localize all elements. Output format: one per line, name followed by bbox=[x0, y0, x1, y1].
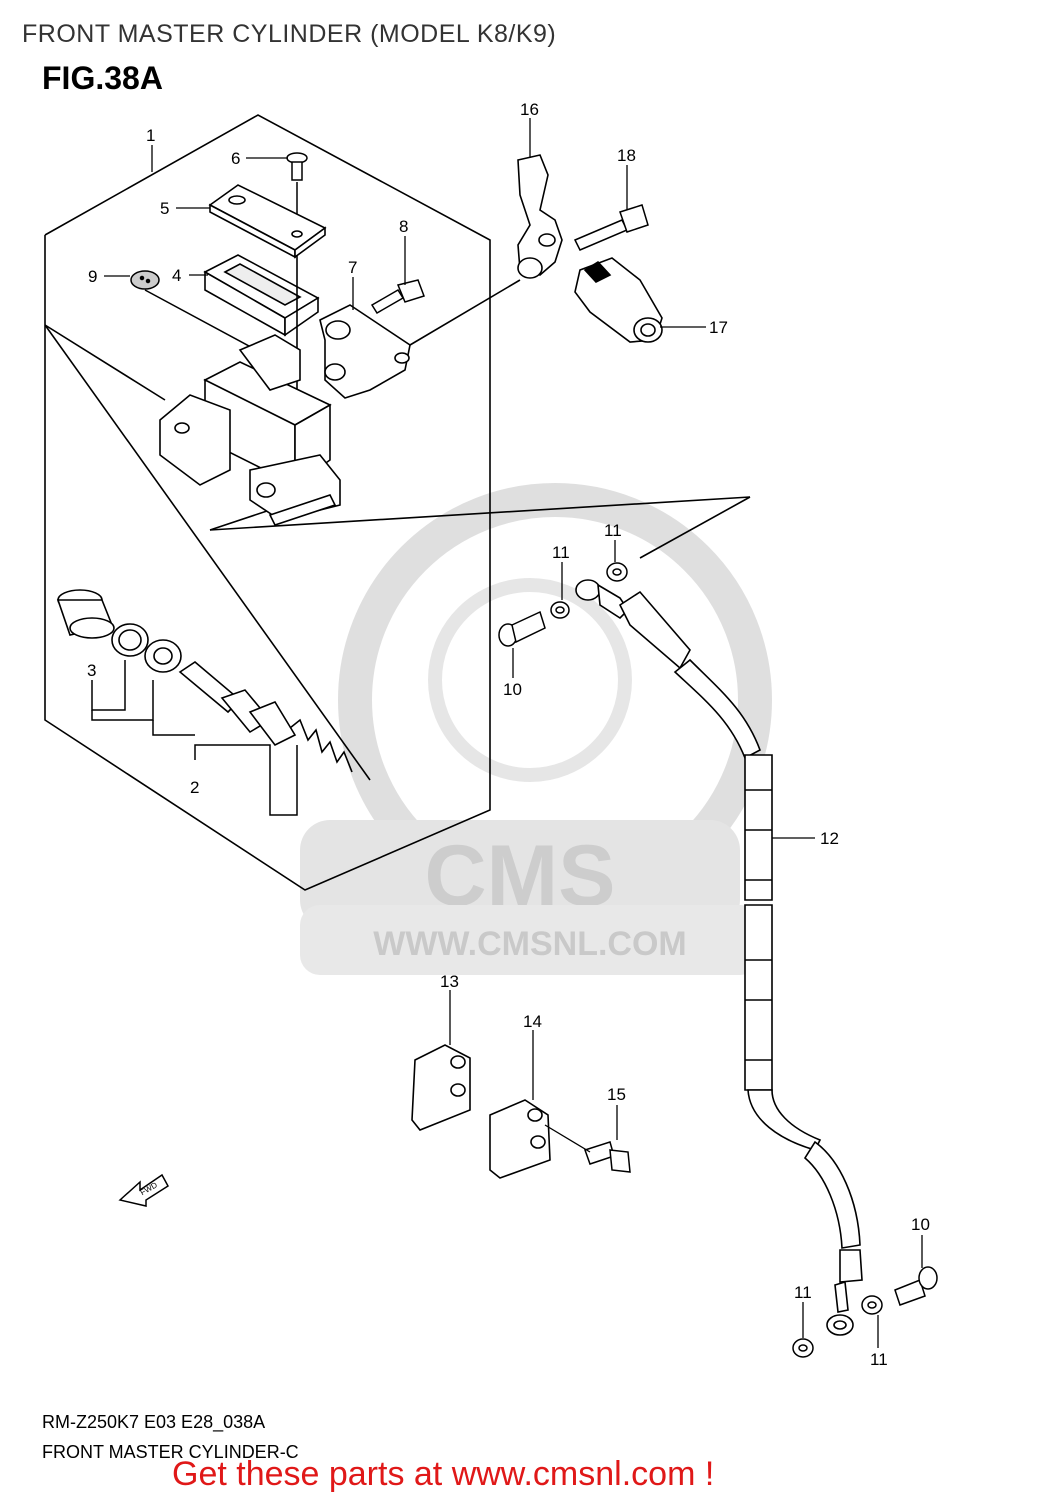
part-clamp-14 bbox=[489, 1099, 551, 1179]
part-banjo-bolt-10-lower bbox=[894, 1266, 938, 1306]
watermark-face bbox=[428, 578, 632, 782]
part-washers-11-upper bbox=[550, 562, 628, 619]
watermark-url: WWW.CMSNL.COM bbox=[373, 925, 687, 963]
part-banjo-bolt-10-upper bbox=[498, 610, 546, 647]
callout-6: 6 bbox=[231, 149, 240, 168]
callout-17: 17 bbox=[709, 318, 728, 337]
part-holder-7 bbox=[319, 279, 521, 399]
part-lever-16 bbox=[517, 154, 563, 279]
callout-5: 5 bbox=[160, 199, 169, 218]
callout-15: 15 bbox=[607, 1085, 626, 1104]
callout-14: 14 bbox=[523, 1012, 542, 1031]
part-switch-17 bbox=[574, 257, 663, 343]
callout-10-upper: 10 bbox=[503, 680, 522, 699]
callout-11-a: 11 bbox=[552, 543, 570, 562]
figure-label: FIG.38A bbox=[42, 60, 163, 96]
promo-link[interactable]: Get these parts at www.cmsnl.com ! bbox=[172, 1455, 715, 1493]
callout-11-d: 11 bbox=[870, 1350, 888, 1369]
part-boot-3 bbox=[56, 589, 115, 639]
diagram-caption: FRONT MASTER CYLINDER-C bbox=[42, 1442, 299, 1462]
diagram-code: RM-Z250K7 E03 E28_038A bbox=[42, 1412, 266, 1432]
part-cap-5 bbox=[208, 184, 327, 259]
part-bolt-8 bbox=[370, 279, 425, 315]
part-circlip bbox=[111, 623, 149, 657]
callout-4: 4 bbox=[172, 266, 181, 285]
part-bolt-18 bbox=[573, 204, 649, 251]
callout-labels: 1 2 3 4 5 6 7 8 9 10 10 11 11 11 11 12 1… bbox=[87, 100, 930, 1369]
callout-12: 12 bbox=[820, 829, 839, 848]
page-title: FRONT MASTER CYLINDER (MODEL K8/K9) bbox=[22, 20, 557, 48]
fwd-direction-arrow: FWD bbox=[118, 1173, 169, 1207]
callout-10-lower: 10 bbox=[911, 1215, 930, 1234]
part-washers-11-lower bbox=[792, 1295, 883, 1358]
callout-11-c: 11 bbox=[794, 1283, 812, 1302]
callout-8: 8 bbox=[399, 217, 408, 236]
watermark-url-bg bbox=[300, 905, 760, 975]
part-brake-hose-12 bbox=[575, 579, 863, 1336]
leader-lines bbox=[104, 118, 923, 1348]
callout-bracket-lines bbox=[91, 660, 298, 816]
callout-11-b: 11 bbox=[604, 521, 622, 540]
part-master-cylinder-body bbox=[159, 334, 341, 526]
part-sight-glass-9 bbox=[130, 270, 276, 361]
watermark-badge bbox=[300, 820, 740, 930]
part-washer bbox=[144, 639, 182, 673]
part-diaphragm-4 bbox=[203, 254, 320, 410]
callout-3: 3 bbox=[87, 661, 96, 680]
callout-13: 13 bbox=[440, 972, 459, 991]
callout-7: 7 bbox=[348, 258, 357, 277]
part-clamp-13 bbox=[411, 1044, 471, 1131]
callout-9: 9 bbox=[88, 267, 97, 286]
part-piston-set-2 bbox=[178, 661, 353, 773]
callout-18: 18 bbox=[617, 146, 636, 165]
cms-watermark: CMS WWW.CMSNL.COM bbox=[300, 483, 772, 975]
part-bolt-15 bbox=[584, 1141, 631, 1173]
callout-2: 2 bbox=[190, 778, 199, 797]
callout-1: 1 bbox=[146, 126, 155, 145]
callout-16: 16 bbox=[520, 100, 539, 119]
